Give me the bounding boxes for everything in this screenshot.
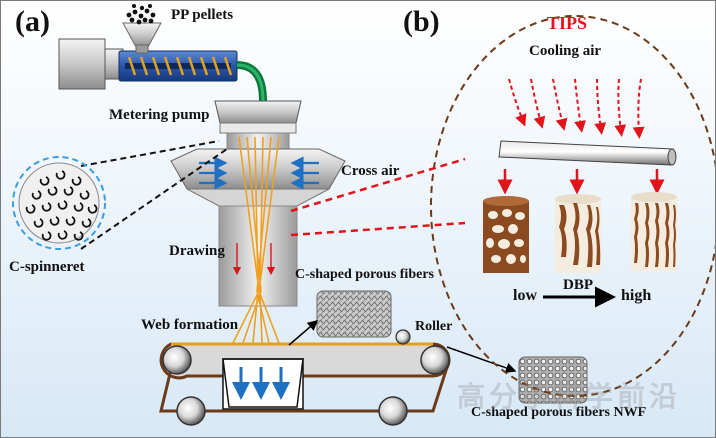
- c-spinneret-magnifier: [12, 140, 228, 250]
- c-spinneret-label: C-spinneret: [9, 259, 85, 275]
- suction-arrows: [232, 367, 290, 400]
- hopper: [122, 4, 162, 54]
- cross-air-arrows-left: [199, 156, 228, 190]
- dbp-low-label: low: [513, 287, 537, 304]
- downward-red-arrows: [497, 169, 665, 195]
- panel-b-label: (b): [403, 5, 440, 38]
- cross-air-arrows-right: [290, 156, 319, 190]
- cooling-tube: [498, 140, 677, 166]
- c-holes: [25, 170, 98, 241]
- porous-fiber-image: [316, 290, 392, 338]
- cross-air-label: Cross air: [341, 163, 400, 179]
- watermark: 高分子科学前沿: [457, 382, 682, 413]
- metering-pump-label: Metering pump: [109, 107, 210, 123]
- panel-a-label: (a): [15, 5, 50, 38]
- conveyor: [159, 329, 451, 426]
- top-roller: [395, 329, 411, 345]
- tips-panel: [430, 15, 715, 397]
- nwf-label: C-shaped porous fibers NWF: [471, 405, 647, 420]
- conveyor-roller-3: [176, 396, 206, 426]
- dbp-label: DBP: [563, 277, 593, 293]
- fiber-structure-high: [631, 192, 677, 271]
- web-formation-label: Web formation: [141, 317, 239, 333]
- tips-label: TIPS: [547, 13, 588, 33]
- conveyor-roller-1: [162, 345, 192, 375]
- conveyor-roller-4: [378, 396, 408, 426]
- drawing-label: Drawing: [169, 243, 225, 259]
- conveyor-roller-2: [420, 345, 450, 375]
- c-shaped-fibers-label: C-shaped porous fibers: [295, 267, 434, 282]
- pp-pellets-label: PP pellets: [171, 7, 234, 23]
- cooling-air-label: Cooling air: [529, 43, 602, 59]
- drawing-arrows: [232, 243, 276, 276]
- fiber-bundle: [232, 136, 280, 344]
- spinning-head: [214, 100, 302, 150]
- pp-pellets-icon: [126, 4, 156, 25]
- extruder-screw: [125, 56, 233, 76]
- fiber-structure-mid: [555, 194, 601, 273]
- cooling-air-arrows: [508, 78, 645, 139]
- roller-label: Roller: [415, 319, 453, 334]
- panel-connectors: [290, 157, 466, 237]
- nwf-image: [518, 356, 588, 404]
- dbp-high-label: high: [621, 287, 652, 304]
- extruder: [58, 38, 267, 102]
- fiber-structure-low: [483, 196, 529, 273]
